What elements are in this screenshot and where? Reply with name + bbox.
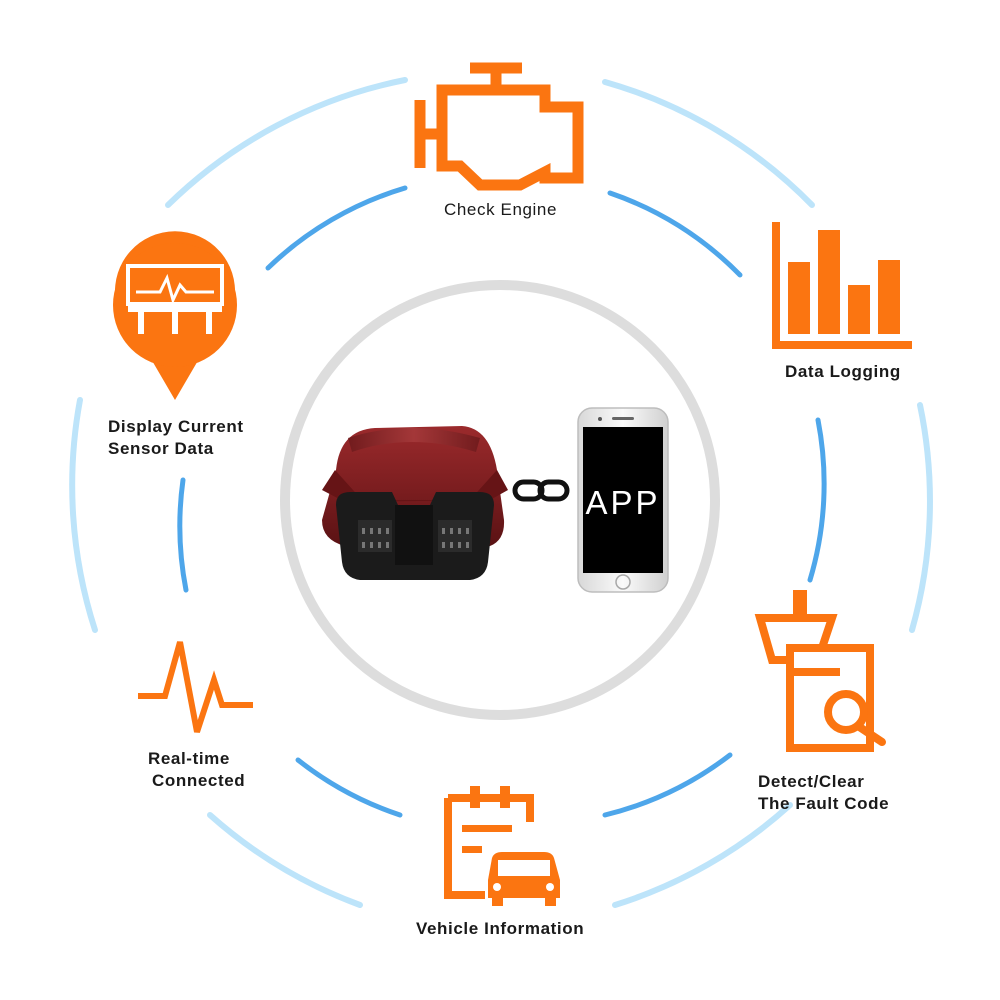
feature-label-text: Data Logging bbox=[785, 362, 901, 381]
engine-icon bbox=[414, 62, 584, 191]
feature-check-engine-label: Check Engine bbox=[444, 199, 557, 221]
feature-display-sensor-label: Display Current Sensor Data bbox=[108, 416, 244, 460]
outer-ring-arc bbox=[69, 397, 98, 633]
feature-realtime-label: Real-time Connected bbox=[148, 748, 245, 792]
phone-screen-text: APP bbox=[585, 484, 661, 521]
bar-chart-icon bbox=[772, 222, 912, 349]
phone-screen bbox=[583, 427, 663, 573]
smartphone bbox=[577, 407, 669, 593]
outer-ring-arc bbox=[602, 79, 815, 208]
feature-label-line-1: Display Current bbox=[108, 417, 244, 436]
fault-code-search-icon bbox=[754, 590, 886, 752]
feature-label-text: Check Engine bbox=[444, 200, 558, 219]
outer-ring-arc bbox=[612, 802, 793, 908]
feature-label-line-1: Detect/Clear bbox=[758, 772, 865, 791]
sensor-map-pin-icon bbox=[113, 231, 237, 400]
inner-ring-arc bbox=[602, 752, 733, 818]
feature-vehicle-info-label: Vehicle Information bbox=[416, 918, 584, 940]
feature-fault-code-label: Detect/Clear The Fault Code bbox=[758, 771, 889, 815]
inner-ring-arc bbox=[607, 190, 743, 278]
vehicle-clipboard-icon bbox=[444, 786, 560, 906]
inner-ring-arc bbox=[265, 185, 408, 271]
inner-ring-arc bbox=[807, 417, 827, 583]
outer-ring-arc bbox=[207, 812, 363, 908]
outer-ring bbox=[69, 77, 933, 908]
feature-data-logging-label: Data Logging bbox=[785, 361, 901, 383]
feature-label-text: Vehicle Information bbox=[416, 919, 585, 938]
chain-link-icon bbox=[512, 479, 570, 502]
center-ring bbox=[280, 280, 720, 720]
feature-label-line-1: Real-time bbox=[148, 749, 230, 768]
outer-ring-arc bbox=[909, 402, 933, 633]
obd-adapter bbox=[322, 426, 508, 580]
inner-ring-arc bbox=[177, 477, 189, 593]
outer-ring-arc bbox=[165, 77, 408, 208]
feature-label-line-2: The Fault Code bbox=[758, 794, 890, 813]
feature-label-line-2: Sensor Data bbox=[108, 439, 214, 458]
pulse-icon bbox=[138, 641, 253, 733]
feature-label-line-2: Connected bbox=[152, 771, 246, 790]
inner-ring-arc bbox=[295, 757, 403, 818]
inner-ring bbox=[177, 185, 827, 818]
